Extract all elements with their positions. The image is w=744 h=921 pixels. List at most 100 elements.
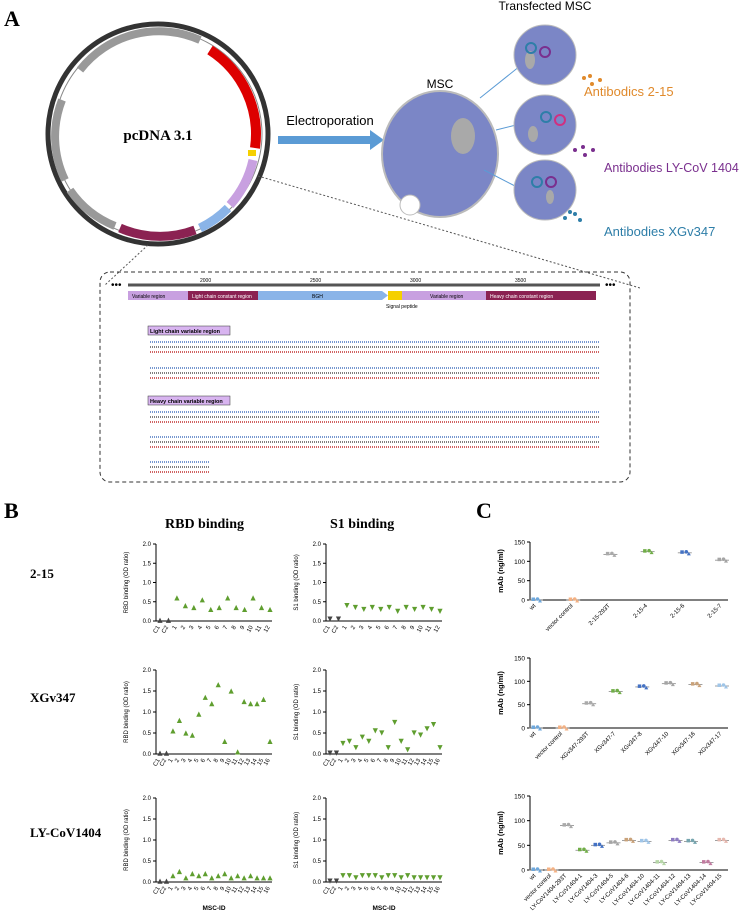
data-point bbox=[398, 738, 404, 744]
data-point bbox=[385, 873, 391, 879]
x-tick-label: 15 bbox=[257, 885, 266, 894]
data-point bbox=[680, 550, 684, 554]
x-tick-label: 3 bbox=[351, 757, 358, 763]
data-point bbox=[588, 700, 593, 705]
x-tick-label: 2-15-6 bbox=[670, 603, 687, 620]
data-point bbox=[405, 747, 411, 753]
x-tick-label: 14 bbox=[250, 885, 259, 894]
data-point bbox=[640, 838, 644, 843]
data-point bbox=[697, 683, 702, 688]
x-tick-label: 11 bbox=[231, 757, 240, 766]
data-point bbox=[553, 869, 558, 873]
y-tick-label: 100 bbox=[514, 559, 525, 566]
x-tick-label: 9 bbox=[220, 885, 227, 891]
data-point bbox=[258, 604, 265, 611]
data-point bbox=[379, 730, 385, 736]
data-point bbox=[228, 875, 234, 881]
data-point bbox=[157, 617, 163, 623]
x-axis-label: MSC-ID bbox=[372, 905, 395, 912]
transfected-label: Transfected MSC bbox=[499, 0, 592, 13]
x-tick-label: 9 bbox=[220, 757, 227, 763]
data-point bbox=[202, 694, 208, 700]
data-point bbox=[538, 727, 542, 731]
data-point bbox=[702, 860, 706, 864]
y-tick-label: 150 bbox=[514, 540, 525, 547]
y-axis-label: S1 binding (OD ratio) bbox=[294, 684, 300, 740]
data-point bbox=[584, 849, 589, 853]
data-point bbox=[235, 873, 241, 879]
light-chain-title: Light chain variable region bbox=[150, 329, 221, 335]
x-tick-label: 3 bbox=[181, 885, 188, 891]
data-point bbox=[724, 559, 728, 563]
data-point bbox=[628, 837, 633, 842]
x-tick-label: 10 bbox=[224, 757, 233, 766]
antibody-label-ly: Antibodies LY-CoV 1404 bbox=[604, 161, 739, 175]
data-point bbox=[531, 867, 535, 871]
plasmid-name: pcDNA 3.1 bbox=[123, 128, 192, 144]
y-tick-label: 100 bbox=[514, 679, 525, 686]
x-tick-label: C2 bbox=[161, 624, 170, 634]
data-point bbox=[191, 604, 197, 611]
data-point bbox=[344, 603, 350, 609]
x-tick-label: XGv347-7 bbox=[594, 731, 618, 755]
data-point bbox=[174, 595, 180, 601]
data-point bbox=[353, 875, 359, 881]
x-tick-label: C1 bbox=[153, 757, 162, 767]
y-tick-label: 1.0 bbox=[313, 710, 322, 716]
x-tick-label: 10 bbox=[416, 624, 425, 633]
x-tick-label: 1 bbox=[338, 885, 345, 891]
x-tick-label: 6 bbox=[200, 885, 207, 891]
y-tick-label: 100 bbox=[514, 818, 525, 825]
map-tick-2: 3000 bbox=[410, 278, 421, 284]
x-tick-label: 16 bbox=[433, 757, 442, 766]
data-point bbox=[578, 847, 582, 852]
data-point bbox=[379, 875, 385, 881]
y-axis-label: S1 binding (OD ratio) bbox=[294, 812, 300, 868]
data-point bbox=[562, 823, 566, 827]
data-point bbox=[209, 701, 215, 707]
x-tick-label: XGv347-8 bbox=[620, 731, 644, 755]
data-point bbox=[361, 606, 367, 613]
data-point bbox=[424, 726, 430, 732]
data-point bbox=[183, 875, 189, 881]
data-point bbox=[721, 557, 726, 561]
sequence-alignment bbox=[150, 341, 600, 473]
x-tick-label: 7 bbox=[377, 757, 384, 763]
row-label-xgv347: XGv347 bbox=[30, 690, 76, 705]
x-tick-label: 8 bbox=[383, 757, 390, 763]
data-point bbox=[721, 683, 726, 687]
x-tick-label: 3 bbox=[351, 885, 358, 891]
data-point bbox=[398, 875, 404, 881]
x-tick-label: 12 bbox=[263, 624, 272, 633]
data-point bbox=[717, 557, 721, 562]
data-point bbox=[613, 840, 617, 844]
data-point bbox=[675, 837, 679, 842]
y-tick-label: 0.5 bbox=[313, 600, 322, 606]
data-point bbox=[215, 682, 221, 688]
data-point bbox=[233, 604, 239, 611]
seg-label-3: Signal peptide bbox=[386, 304, 418, 310]
antibody-label-2-15: Antibodics 2-15 bbox=[584, 84, 674, 99]
x-tick-label: 1 bbox=[168, 757, 175, 763]
data-point bbox=[593, 842, 597, 847]
data-point bbox=[659, 859, 664, 864]
data-point bbox=[717, 683, 721, 687]
data-point bbox=[584, 701, 589, 705]
row-label-2-15: 2-15 bbox=[30, 566, 54, 581]
data-point bbox=[566, 822, 571, 827]
data-point bbox=[551, 867, 555, 871]
map-tick-1: 2500 bbox=[310, 278, 321, 284]
svg-text:•••: ••• bbox=[111, 280, 122, 291]
data-point bbox=[662, 861, 666, 866]
data-point bbox=[535, 597, 540, 601]
y-tick-label: 1.5 bbox=[313, 817, 322, 823]
y-tick-label: 0 bbox=[521, 726, 525, 733]
data-point bbox=[671, 837, 675, 842]
x-tick-label: 5 bbox=[194, 885, 201, 891]
x-tick-label: 8 bbox=[383, 885, 390, 891]
data-point bbox=[411, 875, 417, 881]
x-tick-label: 5 bbox=[376, 624, 383, 630]
x-tick-label: 15 bbox=[427, 757, 436, 766]
